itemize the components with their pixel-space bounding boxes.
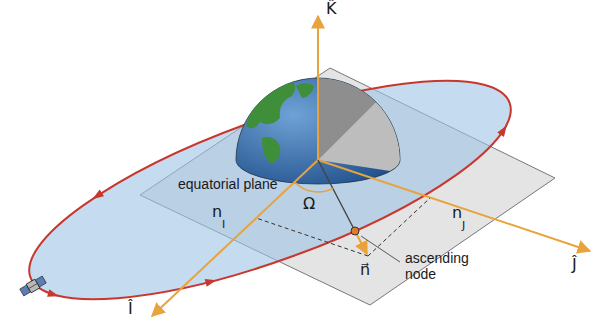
leader-line bbox=[361, 236, 400, 262]
axis-label: K̂ bbox=[326, 0, 337, 18]
angle-label-slot: Ω bbox=[303, 195, 315, 213]
axis-label-slot: K̂ bbox=[326, 0, 337, 18]
node-label: ascending node bbox=[405, 250, 477, 282]
component-label-slot: n bbox=[452, 204, 462, 222]
axis-label: Î bbox=[128, 300, 133, 318]
vector-label-slot: n⃗ bbox=[360, 261, 370, 279]
orbit-arrowhead bbox=[90, 190, 104, 203]
orbit-arrowhead bbox=[47, 289, 60, 300]
plane-label-slot: equatorial plane bbox=[178, 175, 278, 193]
plane-label: equatorial plane bbox=[178, 176, 278, 192]
axis-label-slot: Ĵ bbox=[572, 256, 577, 274]
orbit-ellipse bbox=[6, 37, 533, 326]
component-label: n bbox=[212, 203, 222, 221]
axis-label-slot: Î bbox=[128, 300, 133, 318]
vector-label: n⃗ bbox=[360, 261, 370, 279]
orbit-arrows bbox=[47, 123, 510, 300]
i-axis bbox=[152, 160, 318, 316]
component-label-slot: n bbox=[212, 203, 222, 221]
component-label: n bbox=[452, 204, 462, 222]
raan-arc bbox=[295, 182, 333, 192]
projection-line bbox=[256, 218, 368, 256]
component-subscript-slot: J bbox=[462, 215, 465, 233]
angle-label: Ω bbox=[303, 195, 315, 213]
component-subscript: J bbox=[462, 220, 465, 233]
orbit-arrowhead bbox=[497, 123, 510, 137]
orbit-arrowhead bbox=[205, 276, 218, 286]
axis-label: Ĵ bbox=[572, 256, 577, 274]
component-subscript: I bbox=[222, 219, 225, 232]
component-subscript-slot: I bbox=[222, 214, 225, 232]
satellite bbox=[19, 275, 47, 297]
node-label-slot: ascending node bbox=[405, 250, 477, 283]
node-line bbox=[318, 160, 355, 231]
k-axis bbox=[317, 16, 319, 160]
ascending-node-dot bbox=[351, 227, 359, 235]
